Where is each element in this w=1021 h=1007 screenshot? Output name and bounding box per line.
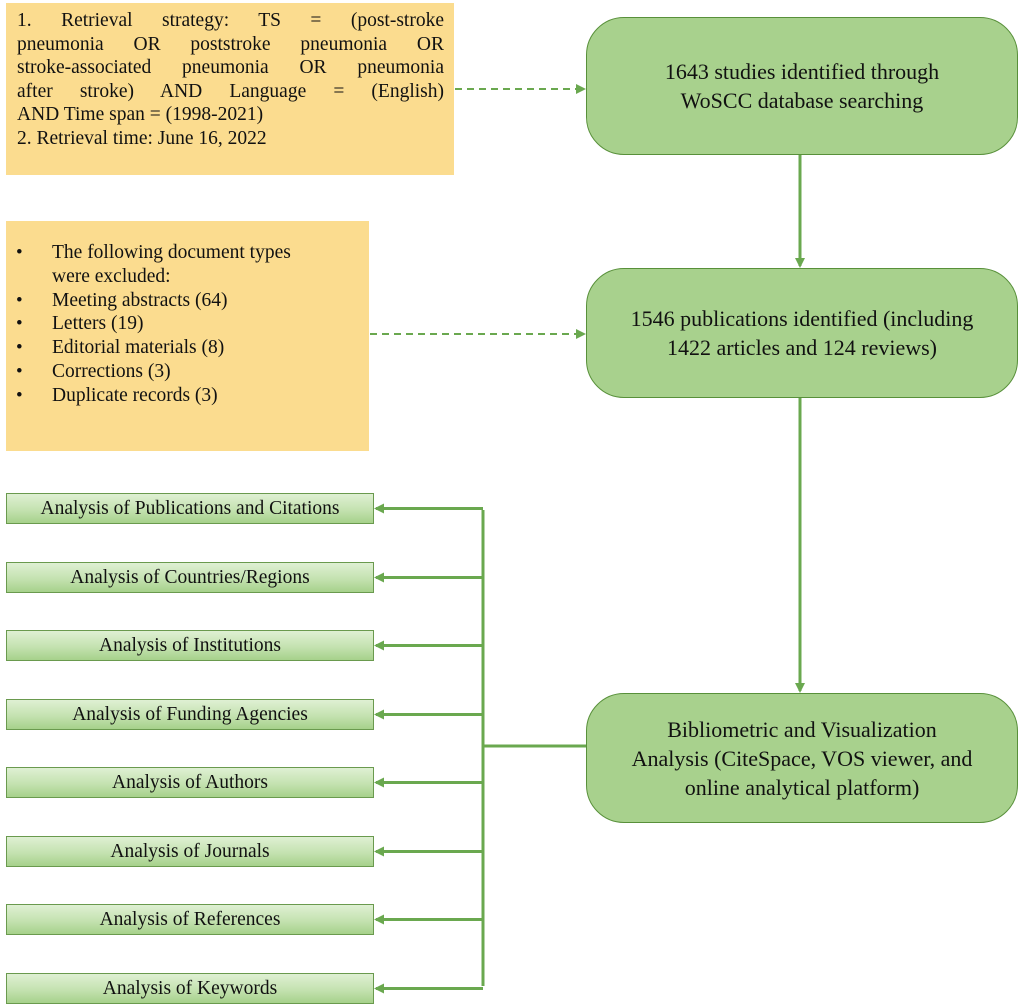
- strategy-line: pneumonia OR poststroke pneumonia OR: [17, 33, 444, 55]
- analysis-box-journals: Analysis of Journals: [6, 836, 374, 867]
- stage-studies-identified: 1643 studies identified through WoSCC da…: [586, 17, 1018, 155]
- stage-text: 1643 studies identified through: [664, 59, 940, 84]
- analysis-box-publications-citations: Analysis of Publications and Citations: [6, 493, 374, 524]
- exclusion-item: Editorial materials (8): [16, 336, 361, 360]
- analysis-box-countries-regions: Analysis of Countries/Regions: [6, 562, 374, 593]
- exclusion-item: The following document types: [16, 241, 361, 265]
- exclusion-item: Meeting abstracts (64): [16, 289, 361, 313]
- exclusion-item: Letters (19): [16, 312, 361, 336]
- stage-bibliometric-analysis: Bibliometric and Visualization Analysis …: [586, 693, 1018, 823]
- exclusion-item-continuation: were excluded:: [52, 265, 171, 287]
- strategy-line: 1. Retrieval strategy: TS = (post-stroke: [17, 10, 444, 31]
- stage-text: Analysis (CiteSpace, VOS viewer, and: [631, 745, 973, 771]
- stage-text: Bibliometric and Visualization: [667, 716, 937, 742]
- stage-text: WoSCC database searching: [680, 88, 924, 113]
- analysis-box-institutions: Analysis of Institutions: [6, 630, 374, 661]
- stage-text: 1546 publications identified (including: [630, 306, 974, 331]
- retrieval-strategy-note: 1. Retrieval strategy: TS = (post-stroke…: [6, 3, 454, 175]
- stage-text: 1422 articles and 124 reviews): [666, 335, 938, 360]
- analysis-box-references: Analysis of References: [6, 904, 374, 935]
- strategy-line: AND Time span = (1998-2021): [17, 104, 264, 126]
- analysis-box-funding-agencies: Analysis of Funding Agencies: [6, 699, 374, 730]
- strategy-line: stroke-associated pneumonia OR pneumonia: [17, 57, 444, 79]
- stage-text: online analytical platform): [684, 774, 920, 800]
- exclusion-list: The following document types were exclud…: [16, 241, 361, 408]
- strategy-line: 2. Retrieval time: June 16, 2022: [17, 127, 267, 149]
- exclusion-note: The following document types were exclud…: [6, 221, 369, 451]
- analysis-box-keywords: Analysis of Keywords: [6, 973, 374, 1004]
- analysis-box-authors: Analysis of Authors: [6, 767, 374, 798]
- stage-publications-identified: 1546 publications identified (including …: [586, 268, 1018, 398]
- strategy-line: after stroke) AND Language = (English): [17, 80, 444, 102]
- exclusion-item: Corrections (3): [16, 360, 361, 384]
- exclusion-item: Duplicate records (3): [16, 384, 361, 408]
